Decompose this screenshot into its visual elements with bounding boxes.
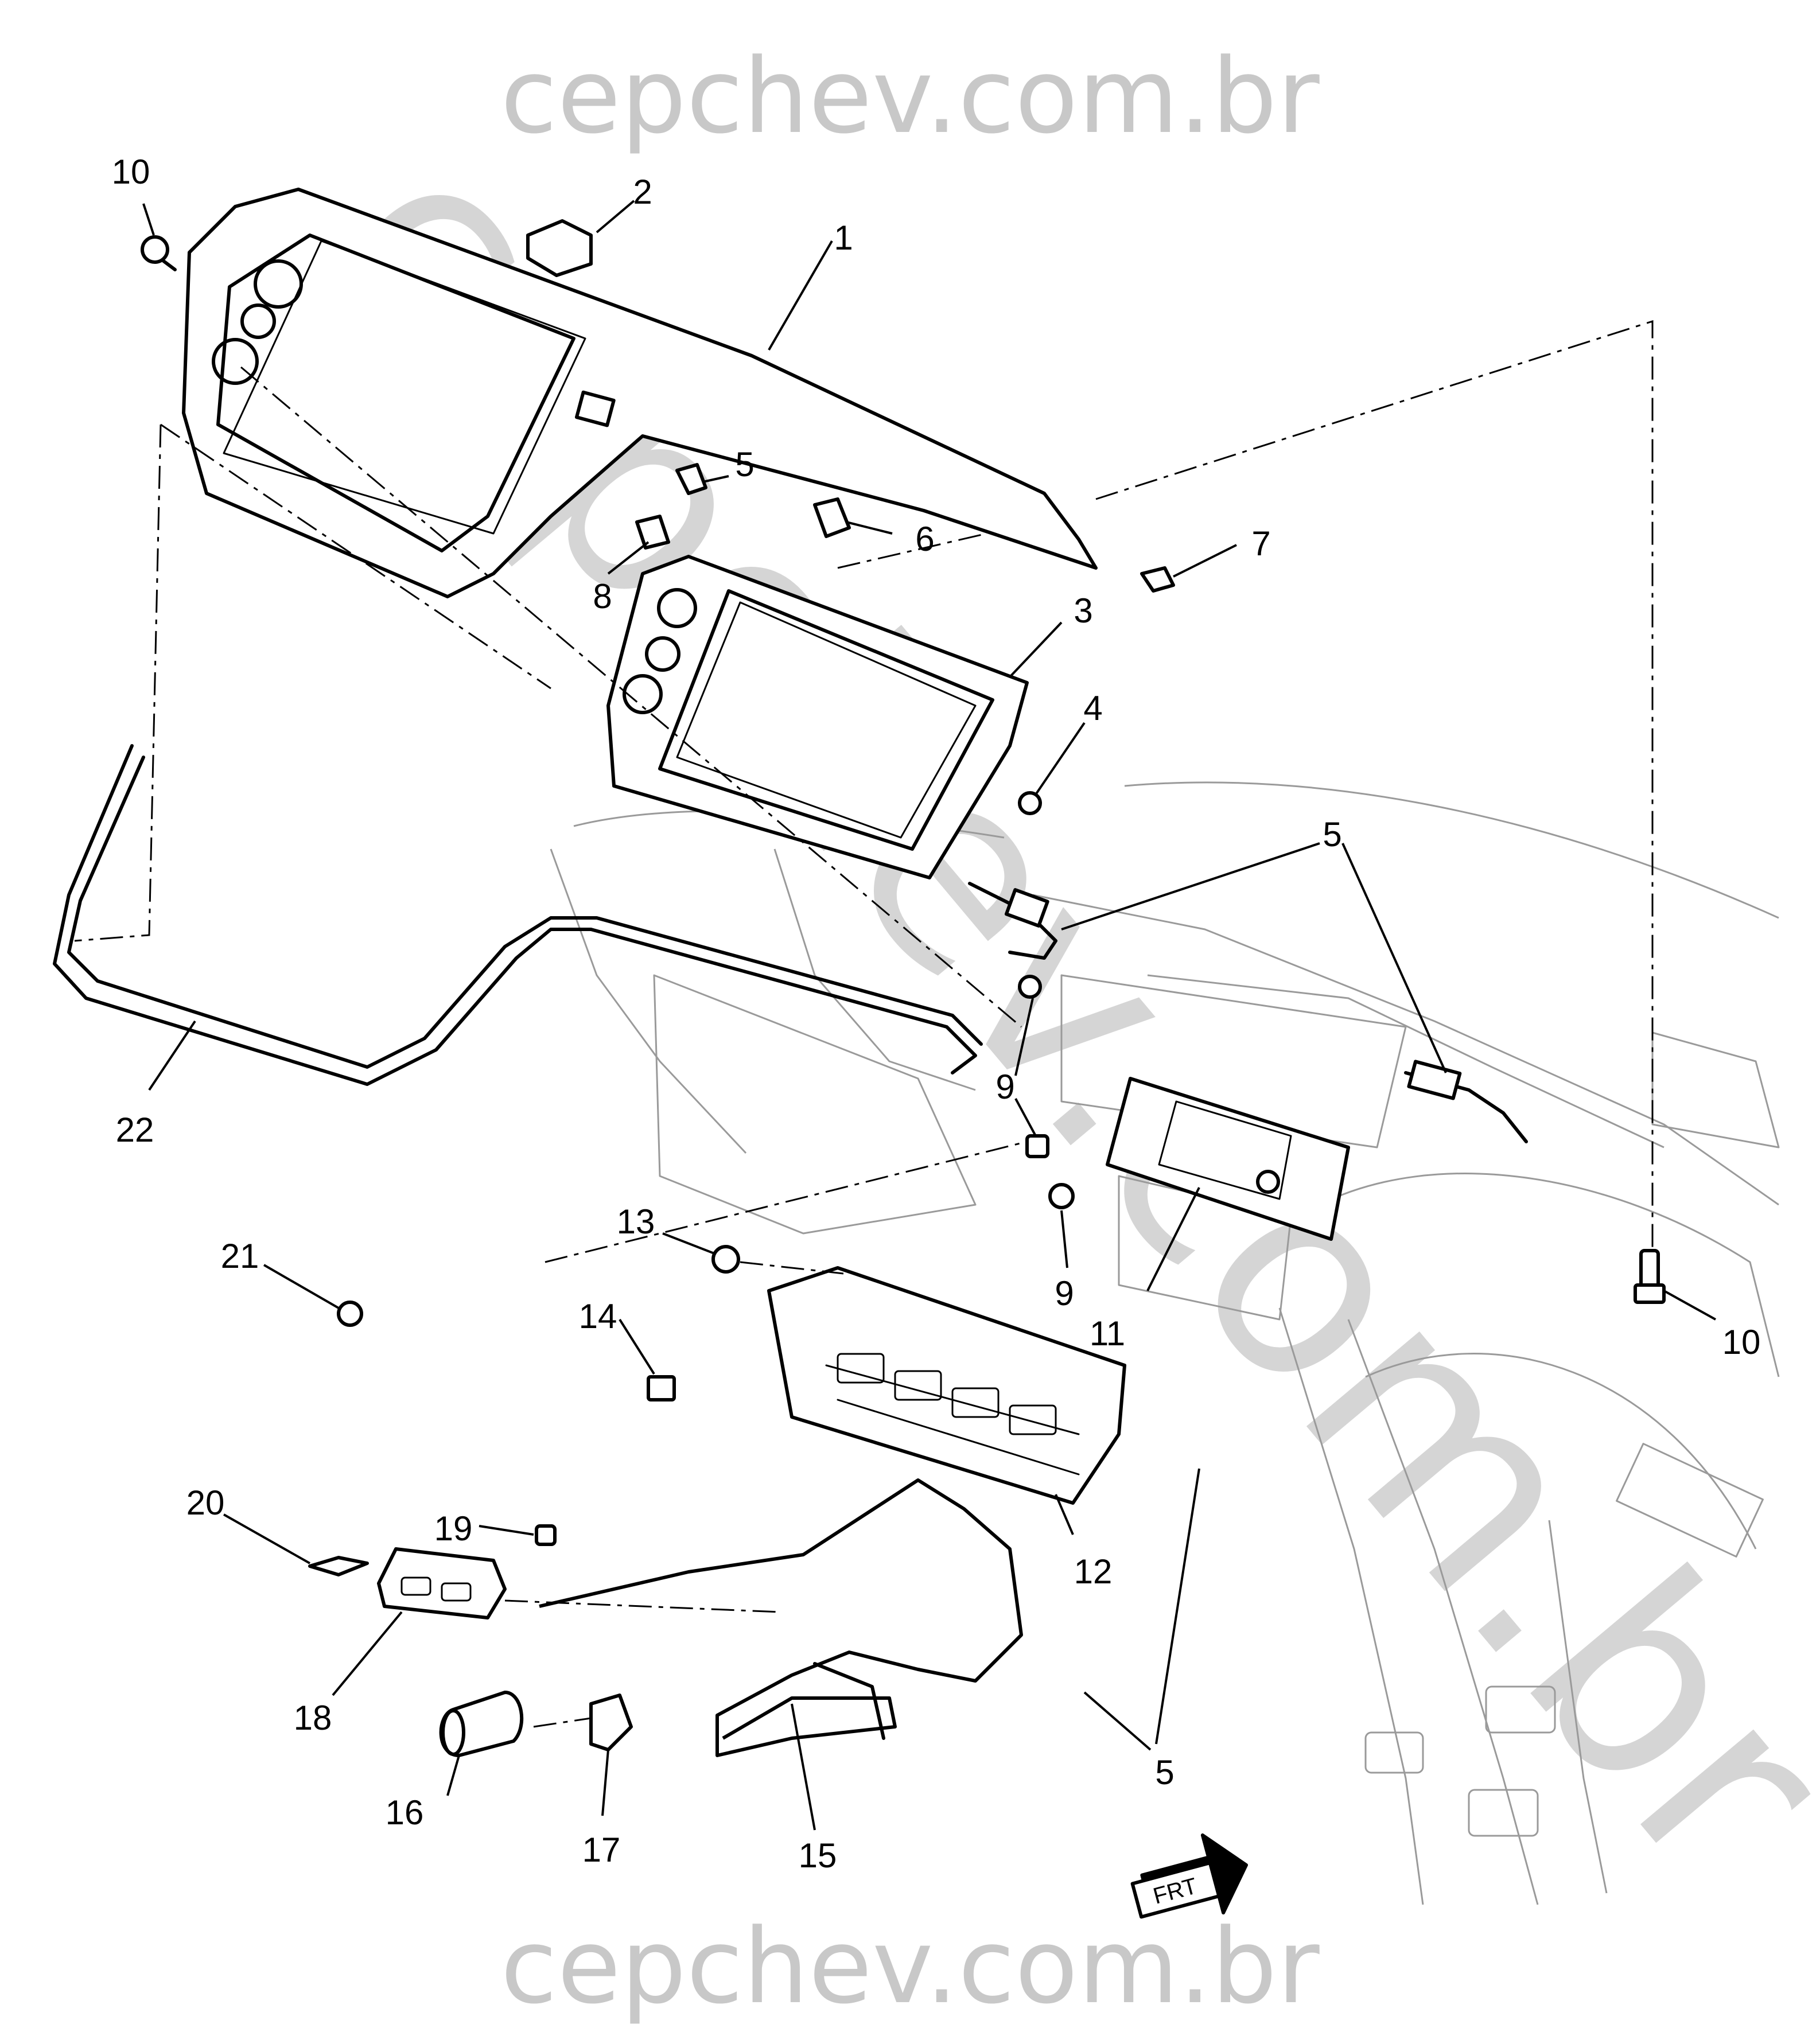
callout-11: 11: [1090, 1314, 1125, 1353]
callout-15: 15: [799, 1836, 837, 1875]
callout-5-mid: 5: [1323, 815, 1341, 854]
callout-18: 18: [294, 1699, 332, 1737]
callout-22: 22: [116, 1111, 154, 1149]
arrow-right-icon: [1202, 1835, 1246, 1913]
part-19-clip: [535, 1524, 557, 1546]
callout-3: 3: [1074, 591, 1092, 630]
part-3-display-unit: [606, 555, 1029, 879]
callout-6: 6: [915, 520, 934, 558]
callout-5-bottom: 5: [1155, 1753, 1174, 1792]
part-5-harness-connector-right: [1404, 1060, 1528, 1143]
callout-9-upper: 9: [995, 1068, 1014, 1106]
part-13-screw: [711, 1245, 740, 1274]
callout-14: 14: [579, 1297, 617, 1336]
callout-16: 16: [386, 1793, 424, 1832]
part-5-connector-top: [675, 463, 707, 495]
callout-4: 4: [1083, 689, 1102, 727]
callout-7: 7: [1251, 524, 1270, 563]
callout-13: 13: [617, 1202, 655, 1241]
part-7-clip: [1140, 566, 1175, 593]
part-11-hvac-display-module: [1106, 1077, 1350, 1241]
callout-17: 17: [582, 1831, 621, 1869]
callout-9-middle: 9: [1055, 1274, 1074, 1313]
part-16-socket: [439, 1691, 524, 1757]
front-direction-indicator: FRT: [1130, 1833, 1248, 1919]
callout-10-right: 10: [1722, 1323, 1761, 1361]
part-10-bolt-left: [141, 235, 177, 271]
watermark-top: cepchev.com.br: [500, 37, 1319, 157]
callout-10-left: 10: [112, 153, 150, 191]
callout-12: 12: [1074, 1552, 1113, 1591]
part-17-cap: [589, 1693, 633, 1751]
callout-19: 19: [434, 1509, 473, 1548]
callout-21: 21: [221, 1237, 259, 1275]
part-10-bolt-right: [1634, 1249, 1666, 1304]
part-9-nut-lower: [1048, 1183, 1075, 1209]
part-5-harness-connector-mid: [968, 882, 1057, 960]
part-6-clip: [813, 497, 851, 538]
part-9-nut-middle: [1025, 1134, 1049, 1158]
callout-20: 20: [186, 1484, 225, 1522]
part-1-center-trim-bezel: [182, 188, 1098, 598]
callout-2: 2: [633, 173, 652, 211]
callout-8: 8: [593, 577, 612, 616]
part-4-screw: [1018, 791, 1042, 815]
instrument-panel-background: [550, 781, 1780, 1905]
part-15-console-trim: [539, 1478, 1023, 1757]
part-8-clip: [635, 515, 670, 550]
watermark-bottom: cepchev.com.br: [500, 1907, 1319, 2027]
callout-1: 1: [834, 219, 853, 257]
part-12-hvac-control-panel: [767, 1266, 1126, 1505]
reference-lines: [74, 320, 1654, 1728]
callout-5-top: 5: [735, 445, 754, 484]
part-14-clip: [647, 1375, 676, 1401]
callout-labels: 10 2 1 5 6 7 8 3 4 5 9 9 11 22 13 21 9 1…: [112, 153, 1761, 1875]
part-21-screw: [337, 1301, 363, 1327]
part-9-nut-upper: [1018, 975, 1042, 999]
leader-lines: [142, 200, 1716, 1831]
part-20-pad: [308, 1556, 369, 1576]
part-22-trim-strip: [53, 744, 983, 1086]
part-2-clip: [526, 219, 593, 277]
part-18-switch-assembly: [377, 1547, 507, 1619]
